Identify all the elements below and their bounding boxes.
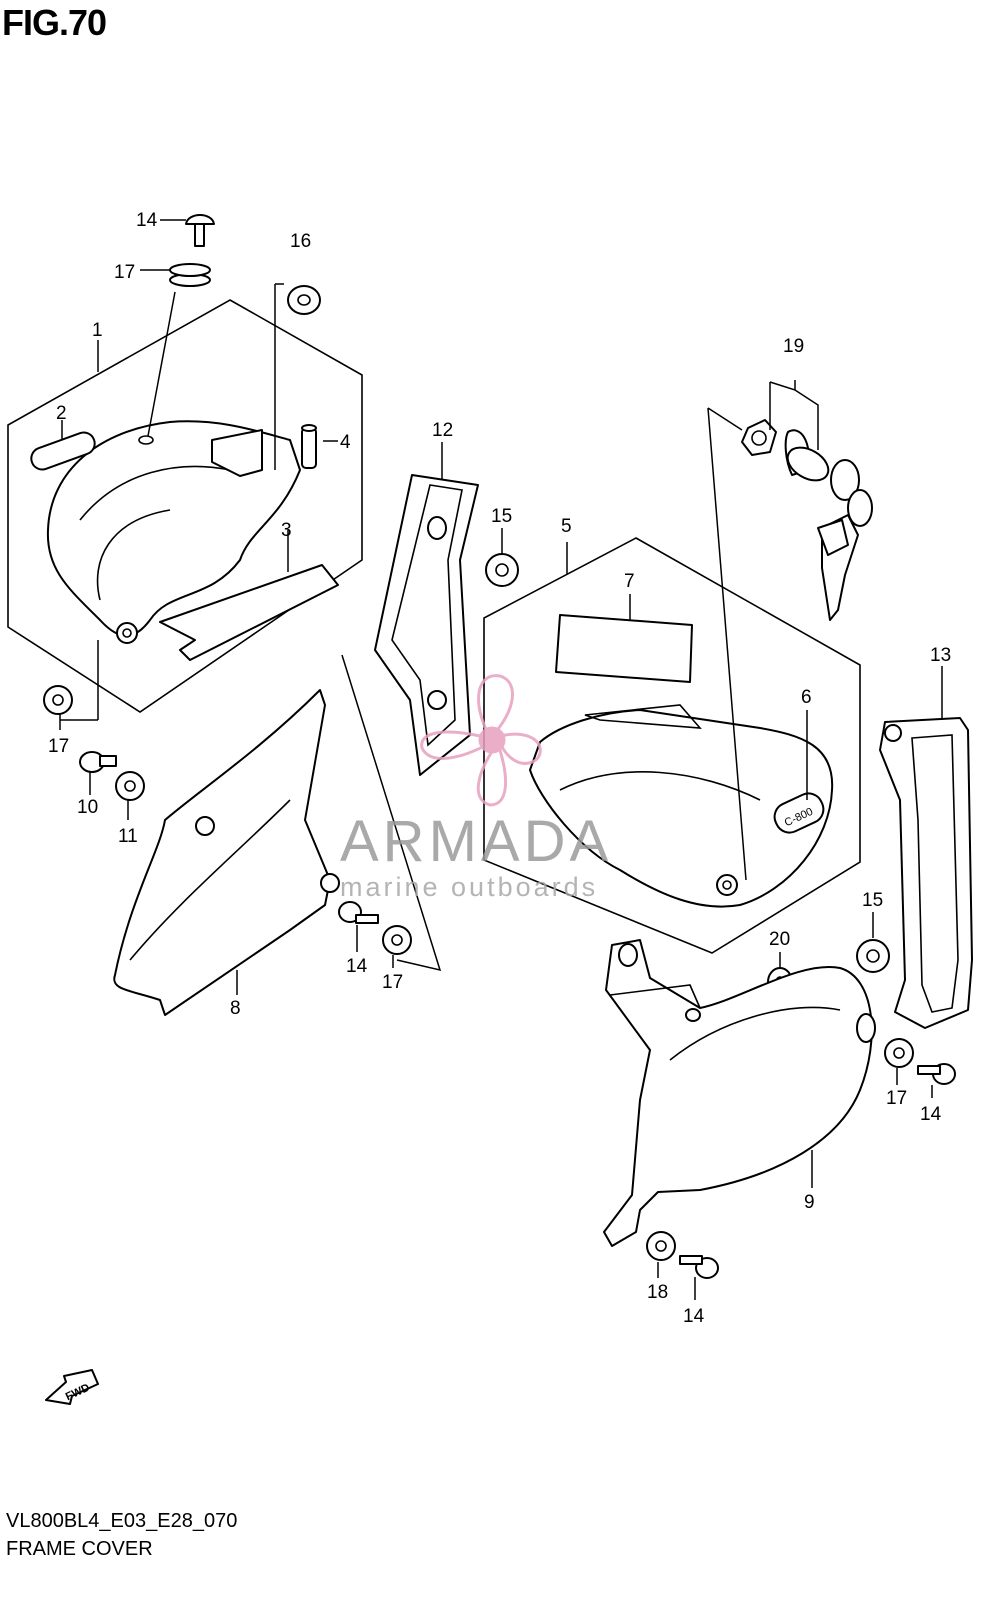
callout-6: 6	[801, 687, 812, 708]
callout-17: 17	[48, 736, 69, 757]
part-14-screw-mid	[338, 901, 379, 924]
part-11-grommet	[115, 771, 145, 801]
part-4-collar	[301, 424, 317, 469]
part-6-emblem: C-800	[773, 792, 825, 834]
part-17-grommet-top	[169, 263, 211, 287]
callout-17: 17	[382, 972, 403, 993]
callout-9: 9	[804, 1192, 815, 1213]
part-14-screw-top	[185, 214, 215, 247]
callout-17: 17	[886, 1088, 907, 1109]
part-17-grommet-left	[43, 685, 73, 715]
diagram-name: FRAME COVER	[6, 1538, 153, 1560]
part-17-grommet-right	[884, 1038, 914, 1068]
watermark-tagline: marine outboards	[340, 872, 599, 902]
part-10-bolt	[79, 751, 117, 773]
part-14-screw-right	[917, 1063, 956, 1085]
callout-11: 11	[118, 826, 138, 847]
part-14-screw-bottom	[679, 1255, 719, 1279]
callout-1: 1	[92, 320, 103, 341]
callout-14: 14	[136, 210, 158, 231]
callout-15: 15	[491, 506, 512, 527]
callout-17: 17	[114, 262, 135, 283]
part-9-lower-cover	[603, 939, 876, 1247]
part-19-lock-set	[741, 419, 873, 621]
callout-4: 4	[340, 432, 351, 453]
callout-16: 16	[290, 231, 311, 252]
callout-3: 3	[281, 520, 292, 541]
callout-10: 10	[77, 797, 98, 818]
figure-title: FIG.70	[2, 2, 107, 43]
watermark-propeller-logo	[420, 674, 542, 807]
part-17-grommet-mid	[382, 925, 412, 955]
callout-12: 12	[432, 420, 453, 441]
part-3-damper	[159, 564, 339, 661]
callout-18: 18	[647, 1282, 668, 1303]
callout-14: 14	[683, 1306, 705, 1327]
part-13-right-rail	[879, 717, 973, 1029]
callout-7: 7	[624, 571, 635, 592]
group-box-left	[7, 299, 363, 713]
callout-8: 8	[230, 998, 241, 1019]
callout-20: 20	[769, 929, 790, 950]
part-2-cushion	[30, 431, 96, 471]
callout-5: 5	[561, 516, 572, 537]
callout-19: 19	[783, 336, 804, 357]
part-18-grommet	[646, 1231, 676, 1261]
leader-lines	[59, 219, 943, 1300]
group-box-right	[483, 537, 861, 954]
diagram-code: VL800BL4_E03_E28_070	[6, 1510, 238, 1532]
callout-13: 13	[930, 645, 951, 666]
part-5-right-frame-cover	[529, 704, 834, 908]
fwd-direction-arrow: FWD	[45, 1369, 99, 1405]
part-12-left-rail	[374, 474, 479, 776]
part-15-grommet-center	[485, 553, 519, 587]
callout-14: 14	[346, 956, 368, 977]
part-15-grommet-right	[856, 939, 890, 973]
callout-15: 15	[862, 890, 883, 911]
callout-2: 2	[56, 403, 67, 424]
part-16-grommet	[287, 285, 321, 315]
part-8-front-cover	[113, 689, 340, 1016]
callout-14: 14	[920, 1104, 942, 1125]
watermark-name: ARMADA	[340, 809, 613, 874]
part-7-label	[555, 614, 693, 683]
